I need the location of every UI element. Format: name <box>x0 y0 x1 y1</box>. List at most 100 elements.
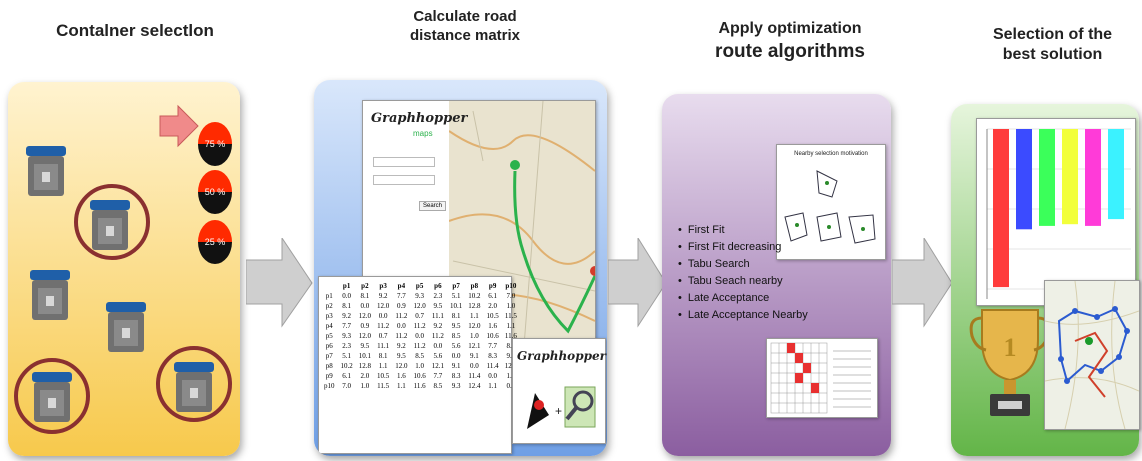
flow-arrow-2 <box>608 238 667 328</box>
matrix-cell: 10.5 <box>377 372 390 380</box>
solution-bar <box>1016 129 1032 230</box>
matrix-cell: 9.5 <box>433 302 443 310</box>
matrix-cell: 12.8 <box>468 302 481 310</box>
matrix-cell: 0.0 <box>360 302 370 310</box>
matrix-header-cell <box>321 281 338 291</box>
matrix-cell: 11.6 <box>413 382 426 390</box>
matrix-cell: 12.4 <box>504 362 517 370</box>
matrix-cell: 5.6 <box>451 342 461 350</box>
matrix-row-label: p4 <box>325 322 333 330</box>
to-input[interactable] <box>373 175 435 185</box>
solution-bar <box>1062 129 1078 225</box>
matrix-cell: 2.3 <box>342 342 351 350</box>
map-search-icon <box>564 386 596 428</box>
solution-bar-chart <box>976 118 1136 306</box>
selected-bin-circle <box>156 346 232 422</box>
matrix-cell: 1.0 <box>415 362 424 370</box>
matrix-cell: 9.1 <box>451 362 461 370</box>
matrix-cell: 5.6 <box>433 352 443 360</box>
matrix-cell: 10.6 <box>413 372 426 380</box>
flow-arrow-1 <box>246 238 313 328</box>
fill-level-25: 25 % <box>198 220 232 264</box>
step1-title: Contalner selectlon <box>56 21 214 40</box>
matrix-cell: 11.2 <box>431 332 444 340</box>
matrix-cell: 8.5 <box>506 342 516 350</box>
fill-level-75: 75 % <box>198 122 232 166</box>
matrix-cell: 12.0 <box>413 302 426 310</box>
algorithm-item: Late Acceptance <box>678 290 808 307</box>
flow-arrow-3 <box>892 238 953 328</box>
matrix-cell: 0.0 <box>433 342 443 350</box>
matrix-cell: 8.3 <box>451 372 461 380</box>
matrix-cell: 7.0 <box>342 382 351 390</box>
matrix-row-label: p3 <box>325 312 333 320</box>
matrix-header-cell: p9 <box>488 282 497 290</box>
search-button[interactable]: Search <box>419 201 447 211</box>
start-marker-icon <box>510 160 520 170</box>
trophy-icon: 1 <box>969 309 1051 416</box>
matrix-cell: 0.0 <box>451 352 461 360</box>
matrix-cell: 12.8 <box>358 362 371 370</box>
matrix-cell: 6.1 <box>342 372 351 380</box>
matrix-cell: 8.5 <box>415 352 424 360</box>
matrix-cell: 1.0 <box>506 302 516 310</box>
matrix-cell: 8.1 <box>360 292 370 300</box>
matrix-row-label: p2 <box>325 302 333 310</box>
from-input[interactable] <box>373 157 435 167</box>
selected-bin-circle <box>14 358 90 434</box>
matrix-cell: 9.1 <box>470 352 479 360</box>
matrix-cell: 1.1 <box>488 382 497 390</box>
route-result-map <box>1044 280 1140 430</box>
nearby-selection-title: Nearby selection motivation <box>794 151 868 157</box>
matrix-cell: 9.2 <box>378 292 388 300</box>
matrix-cell: 0.0 <box>470 362 479 370</box>
matrix-cell: 11.4 <box>468 372 481 380</box>
tabu-grid <box>770 342 871 414</box>
matrix-cell: 12.0 <box>395 362 408 370</box>
algorithm-item: First Fit decreasing <box>678 239 808 256</box>
matrix-cell: 8.5 <box>451 332 461 340</box>
matrix-cell: 9.5 <box>360 342 370 350</box>
graphhopper-logo: Graphhopper <box>371 111 468 126</box>
matrix-cell: 11.2 <box>413 322 426 330</box>
matrix-cell: 1.1 <box>470 312 479 320</box>
step4-title: Selection of the best solution <box>992 26 1113 63</box>
matrix-header-cell: p2 <box>361 282 369 290</box>
matrix-cell: 11.2 <box>395 332 408 340</box>
selected-bin-circle <box>74 184 150 260</box>
matrix-cell: 2.3 <box>433 292 443 300</box>
matrix-cell: 8.1 <box>451 312 461 320</box>
matrix-cell: 12.0 <box>358 312 371 320</box>
matrix-cell: 11.2 <box>377 322 390 330</box>
matrix-header-cell: p8 <box>470 282 479 290</box>
matrix-cell: 1.1 <box>378 362 388 370</box>
matrix-cell: 0.0 <box>342 292 351 300</box>
matrix-cell: 10.2 <box>468 292 481 300</box>
matrix-cell: 10.6 <box>486 332 499 340</box>
matrix-header-cell: p10 <box>505 282 517 290</box>
matrix-cell: 1.0 <box>470 332 479 340</box>
matrix-cell: 8.5 <box>433 382 443 390</box>
matrix-cell: 0.0 <box>397 322 406 330</box>
matrix-header-cell: p6 <box>434 282 442 290</box>
fill-level-50: 50 % <box>198 170 232 214</box>
step2-title: Calculate road distance matrix <box>409 8 521 44</box>
matrix-cell: 8.1 <box>378 352 388 360</box>
matrix-cell: 12.0 <box>377 302 390 310</box>
matrix-cell: 10.1 <box>358 352 371 360</box>
bin-icon <box>30 270 70 320</box>
threshold-arrow-icon <box>159 104 199 148</box>
matrix-cell: 11.1 <box>377 342 390 350</box>
matrix-row-label: p7 <box>325 352 333 360</box>
matrix-cell: 11.5 <box>504 312 517 320</box>
matrix-cell: 9.3 <box>342 332 351 340</box>
matrix-cell: 2.0 <box>360 372 370 380</box>
